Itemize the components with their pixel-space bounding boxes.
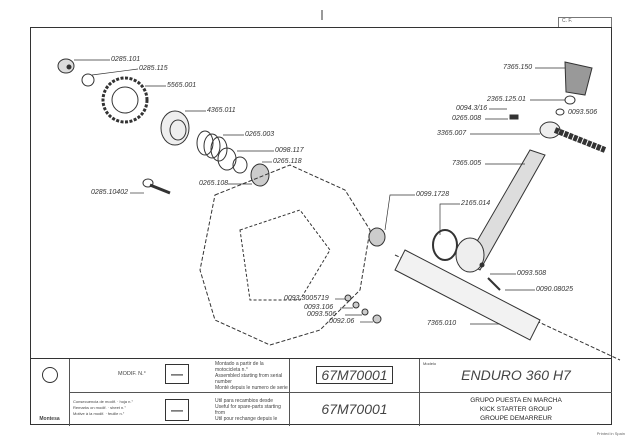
model-name: ENDURO 360 H7 xyxy=(461,367,571,383)
part-label: 0285.10402 xyxy=(91,189,128,196)
part-label: 7365.150 xyxy=(503,64,533,71)
consequence-cell: Consecuencia de modif. · hoja n.°Remarks… xyxy=(70,392,290,426)
spring-part xyxy=(196,130,228,162)
axis-line xyxy=(394,254,621,361)
return-spring-part xyxy=(432,229,458,261)
part-label: 0285.115 xyxy=(139,65,168,72)
pedal-rubber-part xyxy=(564,61,593,96)
kick-lever-part xyxy=(464,149,546,271)
drawing-frame xyxy=(30,27,612,425)
part-label: 0265.118 xyxy=(273,158,302,165)
part-label: 0093.106 xyxy=(304,304,334,311)
small-parts xyxy=(344,294,382,324)
part-label: 0093.508 xyxy=(517,270,547,277)
gear-part xyxy=(101,76,149,124)
crankcase-outline xyxy=(199,164,371,346)
title-block: Montesa MODIF. N.° — Montado a partir de… xyxy=(30,358,612,426)
pedal-arm-part xyxy=(553,127,607,153)
part-label: 0092.06 xyxy=(329,318,355,325)
bolt-part xyxy=(142,178,171,195)
ratchet-part xyxy=(160,110,190,146)
bolt-part-2 xyxy=(564,95,576,105)
model-label: Modelo xyxy=(423,361,437,366)
part-label: 7365.005 xyxy=(452,160,482,167)
nut-part xyxy=(57,58,75,74)
modif-cell: MODIF. N.° — Montado a partir de la moto… xyxy=(70,359,290,393)
part-label: 2365.125.01 xyxy=(487,96,526,103)
bushing-part xyxy=(250,163,270,187)
oil-seal-part xyxy=(368,227,386,247)
corner-box: C. F. xyxy=(558,17,612,27)
part-label: 7365.010 xyxy=(427,320,457,327)
serial-number-1: 67M70001 xyxy=(290,359,420,393)
serial-number-2: 67M70001 xyxy=(290,392,420,426)
pin-part xyxy=(509,114,519,120)
modif-value: — xyxy=(165,364,189,384)
part-label: 0094.3/16 xyxy=(456,105,488,112)
brand-name: Montesa xyxy=(39,416,60,422)
consequence-text: Consecuencia de modif. · hoja n.°Remarks… xyxy=(73,398,134,416)
pedal-pivot-part xyxy=(539,121,561,139)
shim-part xyxy=(232,156,248,174)
part-label: 0265.108 xyxy=(199,180,229,187)
kick-shaft-part xyxy=(394,249,541,341)
consequence-value: — xyxy=(165,398,189,421)
brand-cell: Montesa xyxy=(30,359,70,426)
model-cell: Modelo ENDURO 360 H7 xyxy=(420,359,612,393)
part-label: 4365.011 xyxy=(207,107,236,114)
part-label: 0265.008 xyxy=(452,115,482,122)
washer-part xyxy=(81,73,95,87)
part-label: 0090.08025 xyxy=(536,286,573,293)
part-label: 2165.014 xyxy=(461,200,491,207)
part-label: 3365.007 xyxy=(437,130,467,137)
part-label: 0093.506 xyxy=(568,109,598,116)
part-label: 0093.506 xyxy=(307,311,337,318)
montesa-logo-icon xyxy=(41,367,58,383)
part-label: 0265.003 xyxy=(245,131,275,138)
part-label: 0098.117 xyxy=(275,147,304,154)
mounted-from-text: Montado a partir de la motocicleta n.°As… xyxy=(215,361,288,391)
part-label: 0285.101 xyxy=(111,56,141,63)
part-label: 0099.1728 xyxy=(416,191,450,198)
printed-note: Printed in Spain xyxy=(596,431,625,436)
part-label: 5565.001 xyxy=(167,82,197,89)
modif-label: MODIF. N.° xyxy=(118,371,146,377)
part-label: 0093.3005719 xyxy=(284,295,329,302)
